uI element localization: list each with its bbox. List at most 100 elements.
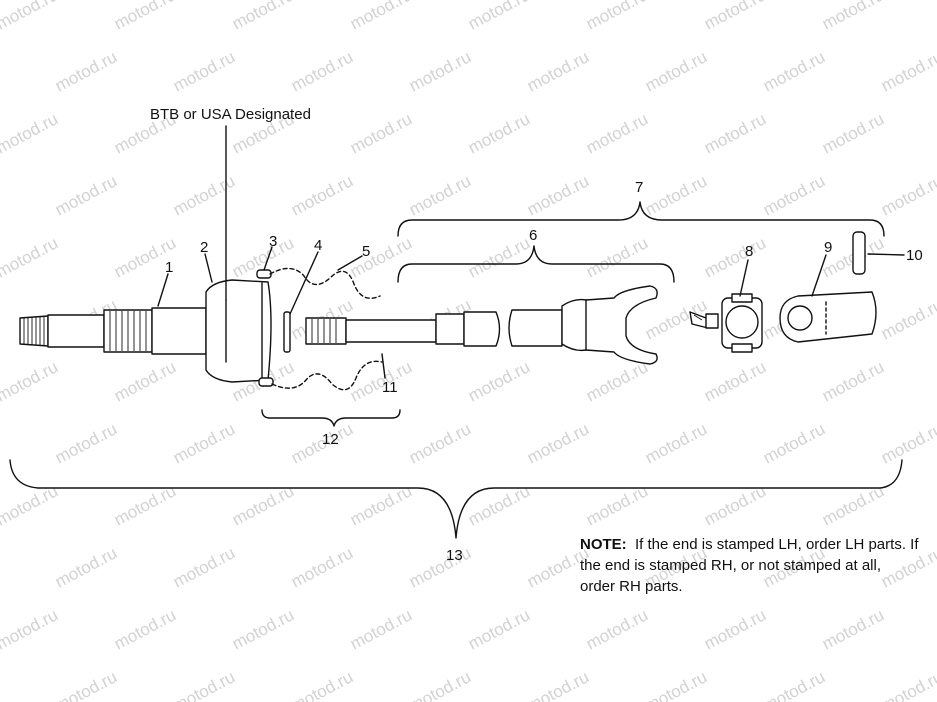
- callout-10: 10: [906, 247, 923, 264]
- watermark-text: motod.ru: [0, 357, 61, 405]
- watermark-text: motod.ru: [288, 47, 356, 95]
- watermark-text: motod.ru: [642, 667, 710, 702]
- watermark-text: motod.ru: [0, 47, 2, 95]
- watermark-text: motod.ru: [819, 109, 887, 157]
- callout-4: 4: [314, 237, 322, 254]
- watermark-text: motod.ru: [347, 109, 415, 157]
- watermark-text: motod.ru: [52, 171, 120, 219]
- watermark-text: motod.ru: [288, 543, 356, 591]
- watermark-text: motod.ru: [170, 171, 238, 219]
- watermark-text: motod.ru: [0, 667, 2, 702]
- watermark-text: motod.ru: [701, 357, 769, 405]
- watermark-text: motod.ru: [0, 109, 61, 157]
- watermark-text: motod.ru: [878, 171, 937, 219]
- part-6-shaft-tube: [305, 309, 563, 347]
- watermark-text: motod.ru: [642, 47, 710, 95]
- watermark-text: motod.ru: [760, 667, 828, 702]
- watermark-text: motod.ru: [760, 419, 828, 467]
- callout-2: 2: [200, 239, 208, 256]
- callout-5: 5: [362, 243, 370, 260]
- watermark-text: motod.ru: [111, 605, 179, 653]
- watermark-text: motod.ru: [347, 0, 415, 34]
- watermark-text: motod.ru: [170, 419, 238, 467]
- part-9-flange-yoke: [779, 291, 877, 343]
- watermark-text: motod.ru: [642, 171, 710, 219]
- watermark-text: motod.ru: [878, 295, 937, 343]
- callout-6: 6: [529, 227, 537, 244]
- watermark-text: motod.ru: [229, 0, 297, 34]
- watermark-text: motod.ru: [406, 667, 474, 702]
- part-1-splined-shaft: [19, 307, 207, 355]
- watermark-text: motod.ru: [583, 0, 651, 34]
- watermark-text: motod.ru: [642, 419, 710, 467]
- part-5-boot-outline: [269, 267, 383, 391]
- watermark-text: motod.ru: [52, 47, 120, 95]
- watermark-text: motod.ru: [288, 171, 356, 219]
- part-8-universal-cross: [689, 293, 763, 353]
- watermark-text: motod.ru: [0, 605, 61, 653]
- watermark-text: motod.ru: [52, 419, 120, 467]
- watermark-text: motod.ru: [878, 47, 937, 95]
- watermark-text: motod.ru: [701, 109, 769, 157]
- watermark-text: motod.ru: [819, 605, 887, 653]
- part-10-pin: [852, 231, 866, 275]
- watermark-text: motod.ru: [878, 419, 937, 467]
- watermark-text: motod.ru: [347, 233, 415, 281]
- watermark-text: motod.ru: [406, 543, 474, 591]
- watermark-text: motod.ru: [347, 605, 415, 653]
- callout-8: 8: [745, 243, 753, 260]
- watermark-text: motod.ru: [465, 0, 533, 34]
- watermark-text: motod.ru: [583, 357, 651, 405]
- watermark-text: motod.ru: [0, 171, 2, 219]
- watermark-text: motod.ru: [0, 543, 2, 591]
- callout-1: 1: [165, 259, 173, 276]
- watermark-text: motod.ru: [170, 47, 238, 95]
- watermark-text: motod.ru: [406, 419, 474, 467]
- watermark-text: motod.ru: [701, 0, 769, 34]
- bracket-13: [9, 459, 903, 539]
- watermark-text: motod.ru: [465, 109, 533, 157]
- watermark-text: motod.ru: [0, 419, 2, 467]
- callout-13: 13: [446, 547, 463, 564]
- note-text: If the end is stamped LH, order LH parts…: [580, 536, 919, 595]
- callout-3: 3: [269, 233, 277, 250]
- part-3-clamp-bottom: [258, 377, 274, 387]
- watermark-text: motod.ru: [406, 47, 474, 95]
- watermark-text: motod.ru: [524, 667, 592, 702]
- watermark-text: motod.ru: [819, 0, 887, 34]
- btb-usa-label: BTB or USA Designated: [150, 106, 311, 123]
- watermark-text: motod.ru: [0, 295, 2, 343]
- watermark-text: motod.ru: [465, 233, 533, 281]
- watermark-text: motod.ru: [465, 605, 533, 653]
- watermark-text: motod.ru: [111, 357, 179, 405]
- watermark-text: motod.ru: [524, 171, 592, 219]
- watermark-text: motod.ru: [701, 605, 769, 653]
- part-2-cv-housing: [205, 279, 272, 383]
- watermark-text: motod.ru: [170, 543, 238, 591]
- watermark-text: motod.ru: [0, 0, 61, 34]
- watermark-text: motod.ru: [229, 605, 297, 653]
- bracket-6: [397, 245, 675, 283]
- watermark-text: motod.ru: [288, 667, 356, 702]
- watermark-text: motod.ru: [0, 233, 61, 281]
- watermark-text: motod.ru: [111, 0, 179, 34]
- callout-7: 7: [635, 179, 643, 196]
- watermark-text: motod.ru: [760, 47, 828, 95]
- callout-numbers: 1 2 3 4 5 6 7 8 9 10 11 12 13: [165, 179, 923, 564]
- callout-11: 11: [382, 379, 398, 396]
- stamping-note: NOTE: If the end is stamped LH, order LH…: [580, 534, 920, 597]
- watermark-text: motod.ru: [583, 233, 651, 281]
- watermark-text: motod.ru: [583, 605, 651, 653]
- bracket-7: [397, 201, 885, 237]
- part-3-clamp-top: [256, 269, 272, 279]
- part-6-yoke: [561, 285, 658, 365]
- watermark-text: motod.ru: [52, 543, 120, 591]
- part-4-retaining-ring: [283, 311, 291, 353]
- watermark-text: motod.ru: [819, 357, 887, 405]
- watermark-text: motod.ru: [52, 667, 120, 702]
- leader-lines: [157, 125, 905, 379]
- watermark-text: motod.ru: [170, 667, 238, 702]
- watermark-text: motod.ru: [583, 109, 651, 157]
